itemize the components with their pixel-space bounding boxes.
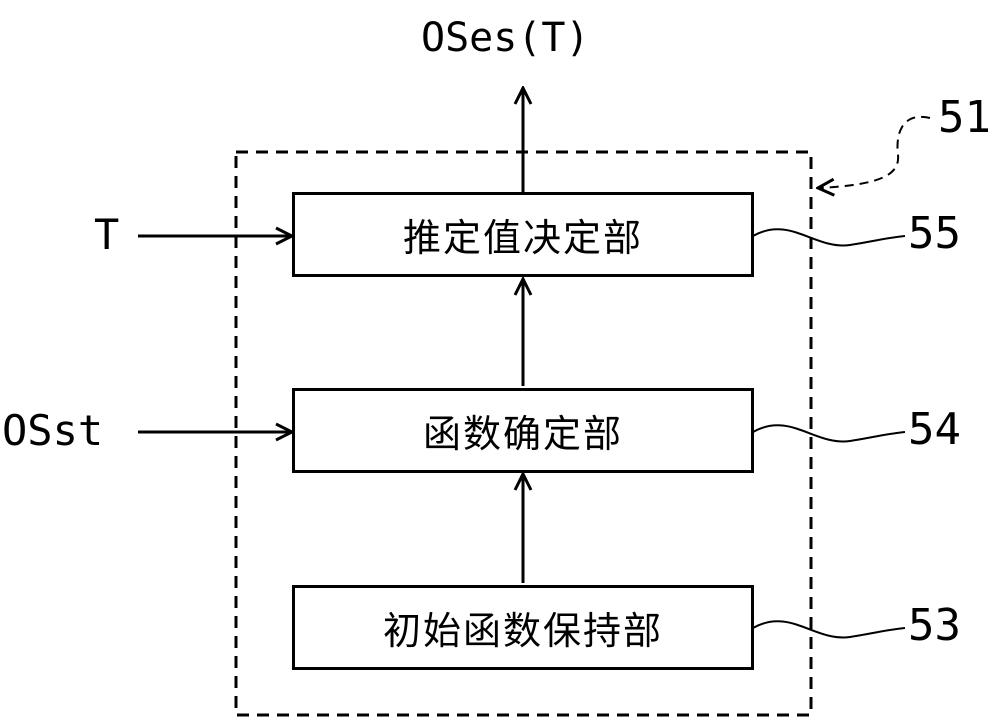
leader-line-54 — [752, 424, 906, 443]
input-label-osst: OSst — [2, 406, 104, 455]
ref-numeral-51: 51 — [938, 92, 991, 143]
ref-numeral-54: 54 — [908, 404, 961, 455]
leader-line-55 — [752, 228, 906, 247]
leader-line-51 — [818, 115, 931, 188]
function-determine-label: 函数确定部 — [422, 412, 623, 456]
input-label-t: T — [94, 210, 120, 259]
leader-line-53 — [752, 620, 906, 639]
initial-function-block: 初始函数保持部 — [292, 585, 754, 670]
estimate-value-label: 推定值决定部 — [402, 216, 643, 260]
function-determine-block: 函数确定部 — [292, 388, 754, 473]
ref-numeral-53: 53 — [908, 600, 961, 651]
initial-function-label: 初始函数保持部 — [382, 609, 663, 653]
estimate-value-block: 推定值决定部 — [292, 192, 754, 277]
ref-numeral-55: 55 — [908, 208, 961, 259]
output-label: OSes(T) — [421, 15, 590, 61]
